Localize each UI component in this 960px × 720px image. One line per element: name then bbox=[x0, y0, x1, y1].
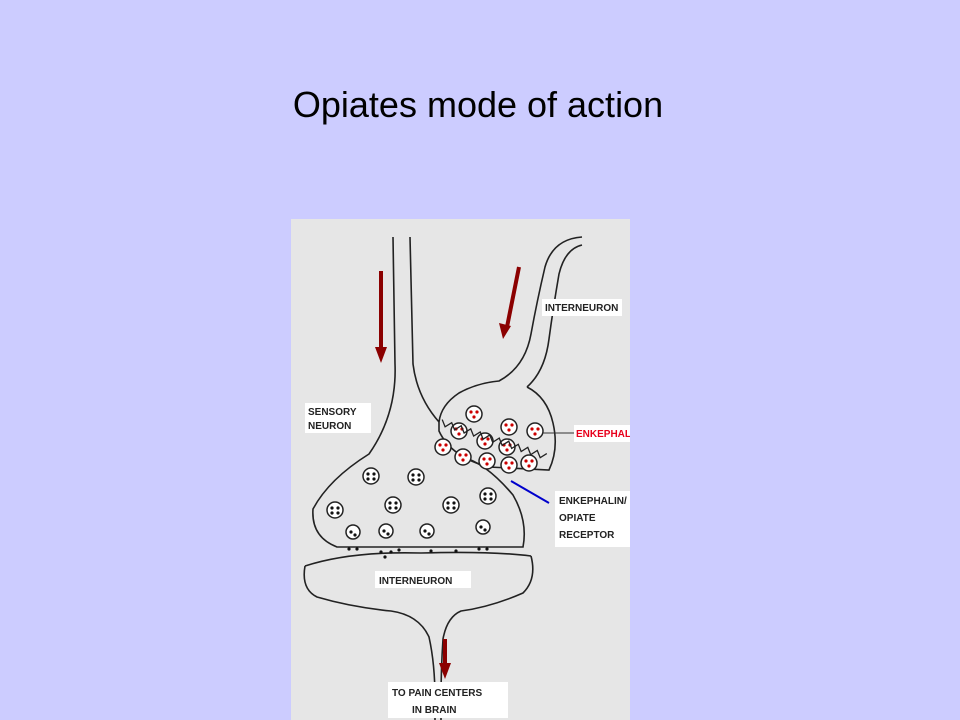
sensory-neuron-inner-outline bbox=[409, 236, 440, 423]
label-bg-pain bbox=[388, 682, 508, 718]
label-enkephalin: ENKEPHALIN bbox=[576, 429, 630, 440]
interneuron-bottom-outline bbox=[303, 565, 436, 720]
neurotransmitter-vesicle bbox=[442, 496, 460, 514]
label-sensory-line2: NEURON bbox=[308, 421, 351, 432]
neurotransmitter-vesicle bbox=[326, 501, 344, 519]
interneuron-bottom-outline-right bbox=[440, 555, 534, 720]
label-interneuron-top: INTERNEURON bbox=[545, 303, 618, 314]
enkephalin-vesicle bbox=[526, 422, 544, 440]
released-neurotransmitter bbox=[347, 525, 489, 559]
label-sensory-line1: SENSORY bbox=[308, 407, 357, 418]
enkephalin-vesicle bbox=[500, 418, 518, 436]
label-bg-sensory bbox=[305, 403, 371, 433]
neurotransmitter-vesicle bbox=[362, 467, 380, 485]
enkephalin-vesicle bbox=[465, 405, 483, 423]
enkephalin-vesicle bbox=[434, 438, 452, 456]
label-bg-interneuron-top bbox=[542, 299, 622, 316]
enkephalin-vesicle bbox=[454, 448, 472, 466]
label-receptor-line1: ENKEPHALIN/ bbox=[559, 496, 627, 507]
signal-arrow-interneuron bbox=[499, 266, 521, 339]
opiate-mechanism-diagram: INTERNEURON SENSORY NEURON ENKEPHALIN EN… bbox=[291, 219, 630, 720]
neurotransmitter-vesicle bbox=[384, 496, 402, 514]
label-bg-receptor bbox=[555, 491, 630, 547]
label-receptor-line2: OPIATE bbox=[559, 513, 596, 524]
opiate-receptors bbox=[441, 419, 548, 459]
interneuron-bottom-top-edge bbox=[304, 551, 532, 567]
neurotransmitter-vesicle bbox=[407, 468, 425, 486]
enkephalin-vesicle bbox=[520, 454, 538, 472]
label-receptor-line3: RECEPTOR bbox=[559, 530, 615, 541]
label-bg-enkephalin bbox=[574, 425, 630, 442]
signal-arrow-to-brain bbox=[439, 639, 451, 679]
label-pain-line1: TO PAIN CENTERS bbox=[392, 688, 483, 699]
receptor-pointer bbox=[510, 480, 550, 504]
sensory-neuron-outline bbox=[312, 236, 526, 548]
label-interneuron-bottom: INTERNEURON bbox=[379, 576, 452, 587]
figure-background bbox=[291, 219, 630, 720]
neurotransmitter-vesicle bbox=[479, 487, 497, 505]
signal-arrow-sensory bbox=[375, 271, 387, 363]
enkephalin-vesicles bbox=[434, 405, 544, 474]
enkephalin-vesicle bbox=[478, 452, 496, 470]
enkephalin-vesicle bbox=[500, 456, 518, 474]
label-bg-interneuron-bottom bbox=[375, 571, 471, 588]
neurotransmitter-vesicles bbox=[326, 467, 497, 519]
enkephalin-vesicle bbox=[498, 438, 516, 456]
interneuron-top-outline bbox=[438, 236, 583, 471]
slide-title: Opiates mode of action bbox=[292, 84, 664, 125]
enkephalin-vesicle bbox=[476, 432, 494, 450]
label-pain-line2: IN BRAIN bbox=[412, 705, 456, 716]
